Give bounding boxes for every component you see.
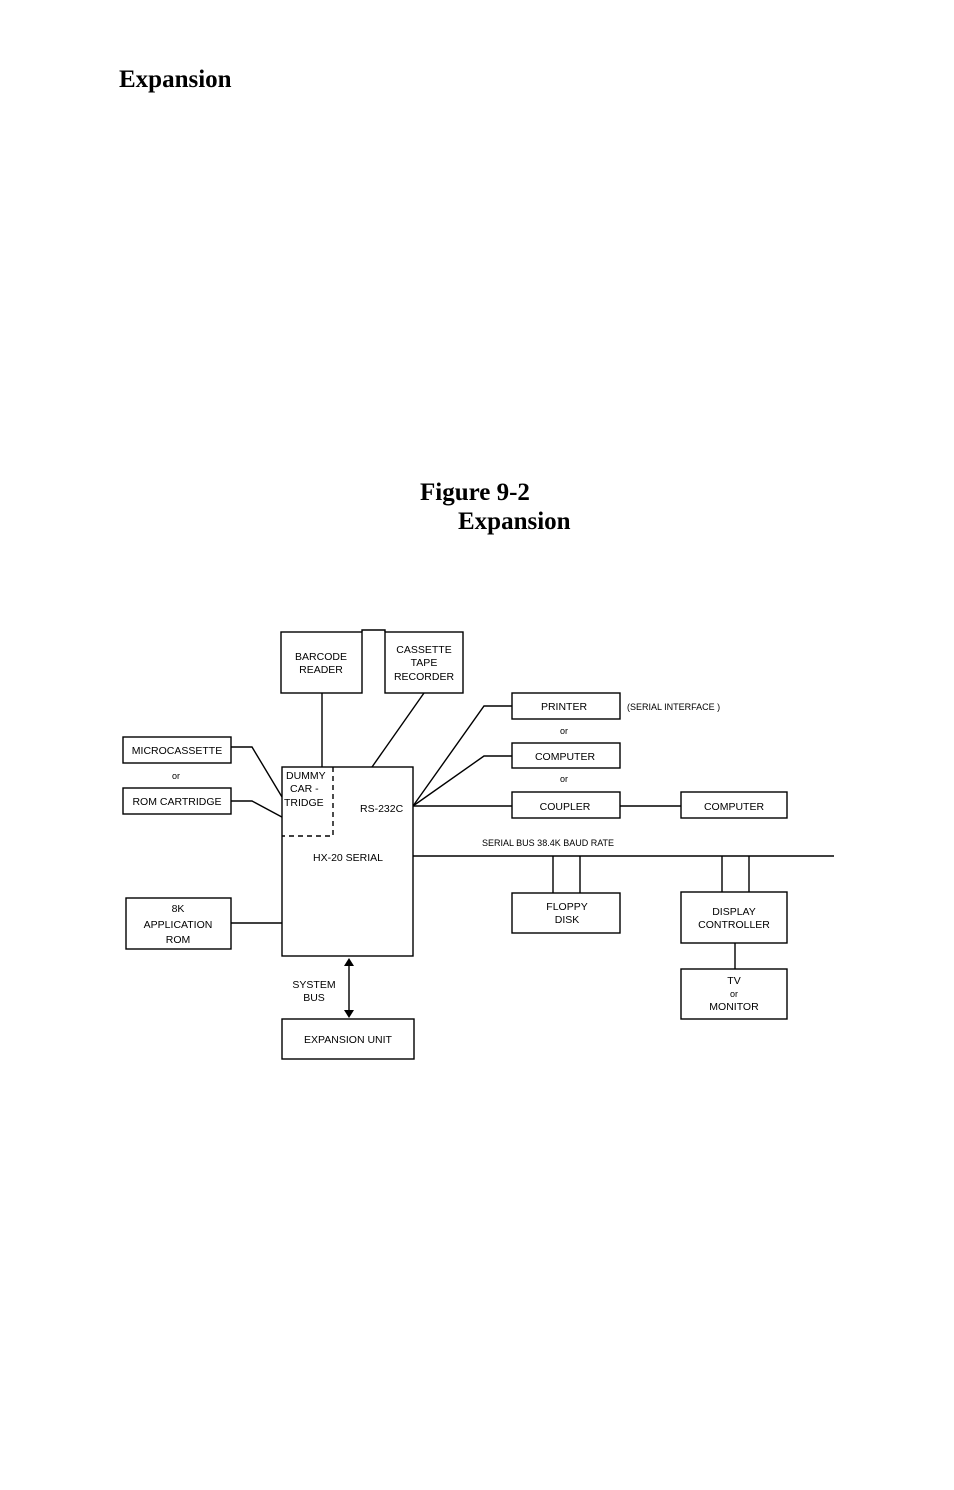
tv-label-2: or xyxy=(730,989,738,999)
rs232c-label: RS-232C xyxy=(360,803,404,815)
printer-box xyxy=(511,692,621,720)
barcode-reader-label-2: READER xyxy=(299,664,343,676)
line-microcassette xyxy=(231,746,283,798)
app-rom-label-3: ROM xyxy=(166,934,191,946)
page-heading: Expansion xyxy=(119,66,232,93)
barcode-reader-label-1: BARCODE xyxy=(295,651,347,663)
figure-caption: Expansion xyxy=(458,508,571,535)
dummy-cartridge-outline xyxy=(282,767,334,837)
or-label-1: or xyxy=(560,726,568,736)
dummy-cartridge-label-1: DUMMY xyxy=(286,770,326,782)
expansion-unit-box xyxy=(281,1018,415,1060)
system-bus-label-2: BUS xyxy=(303,992,325,1004)
display-controller-box xyxy=(680,891,788,944)
expansion-unit-label: EXPANSION UNIT xyxy=(304,1034,392,1046)
tv-label-1: TV xyxy=(727,975,740,987)
computer-box-2 xyxy=(680,791,788,819)
floppy-label-1: FLOPPY xyxy=(546,901,587,913)
line-rs232-computer xyxy=(412,755,512,807)
coupler-box xyxy=(511,791,621,819)
computer-2-label: COMPUTER xyxy=(704,801,765,813)
or-label-left: or xyxy=(172,771,180,781)
microcassette-box xyxy=(122,736,232,764)
tv-monitor-box xyxy=(680,968,788,1020)
floppy-disk-box xyxy=(511,892,621,934)
cassette-label-1: CASSETTE xyxy=(396,644,451,656)
printer-note: (SERIAL INTERFACE ) xyxy=(627,702,720,712)
microcassette-label: MICROCASSETTE xyxy=(132,745,222,757)
cassette-label-3: RECORDER xyxy=(394,671,455,683)
rom-cartridge-box xyxy=(122,787,232,815)
cassette-label-2: TAPE xyxy=(411,657,438,669)
tv-label-3: MONITOR xyxy=(709,1001,759,1013)
connection-lines xyxy=(231,629,834,1018)
barcode-reader-box xyxy=(280,631,363,694)
computer-box-1 xyxy=(511,742,621,769)
app-rom-label-2: APPLICATION xyxy=(144,919,213,931)
line-rom-cartridge xyxy=(231,800,294,824)
display-label-2: CONTROLLER xyxy=(698,919,770,931)
printer-label: PRINTER xyxy=(541,701,588,713)
app-rom-label-1: 8K xyxy=(172,903,185,915)
dummy-cartridge-label-3: TRIDGE xyxy=(284,797,324,809)
cassette-recorder-box xyxy=(384,631,464,694)
dummy-cartridge-label-2: CAR - xyxy=(290,783,319,795)
figure-number: Figure 9-2 xyxy=(420,479,530,506)
serial-bus-label: SERIAL BUS 38.4K BAUD RATE xyxy=(482,838,614,848)
coupler-label: COUPLER xyxy=(540,801,591,813)
hx20-box xyxy=(281,766,414,957)
computer-1-label: COMPUTER xyxy=(535,751,596,763)
hx20-label: HX-20 SERIAL xyxy=(313,852,383,864)
display-label-1: DISPLAY xyxy=(712,906,756,918)
line-barcode-cassette xyxy=(361,629,386,632)
line-cassette-hx20 xyxy=(371,692,425,768)
floppy-label-2: DISK xyxy=(555,914,580,926)
line-rs232-printer xyxy=(412,705,512,807)
rom-cartridge-label: ROM CARTRIDGE xyxy=(132,796,221,808)
or-label-2: or xyxy=(560,774,568,784)
app-rom-box xyxy=(125,897,232,950)
system-bus-label-1: SYSTEM xyxy=(292,979,335,991)
